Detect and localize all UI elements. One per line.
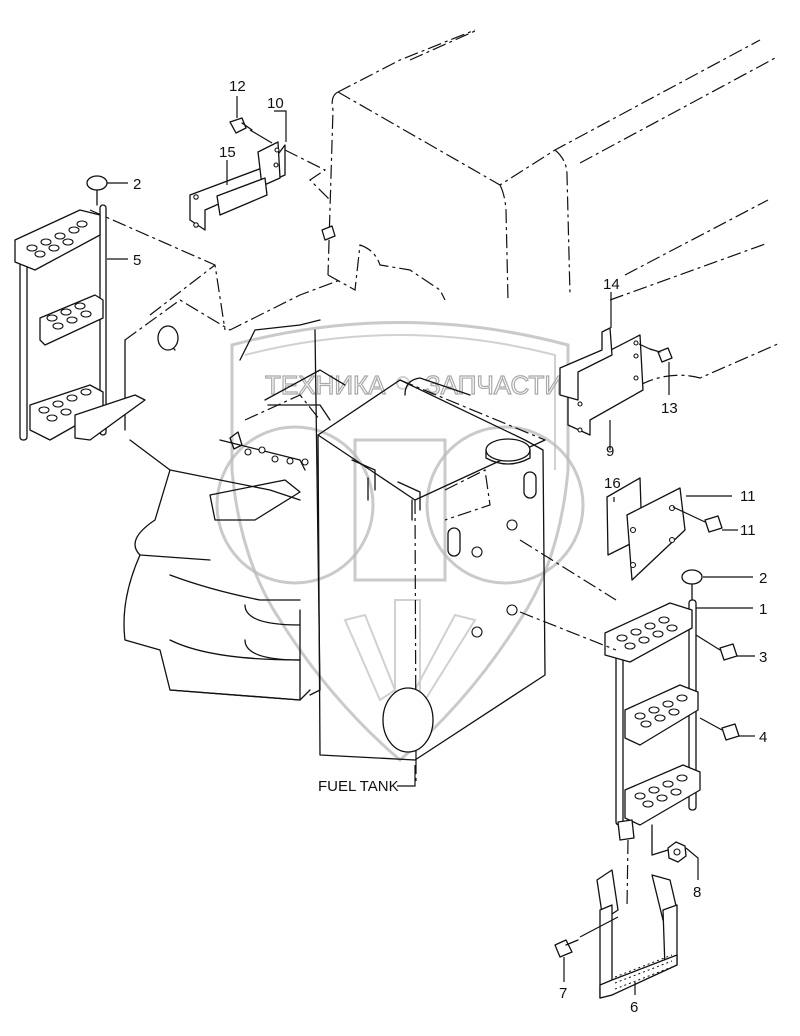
right-ladder-rail-front — [615, 639, 624, 826]
right-ladder — [519, 539, 740, 841]
machine-body — [327, 29, 781, 386]
callout-7: 7 — [559, 985, 567, 1002]
fuel-tank-label-group: FUEL TANK — [318, 765, 416, 795]
callout-2-left: 2 — [133, 176, 141, 193]
left-ladder — [14, 175, 146, 441]
upper-rubber-pad — [216, 177, 268, 216]
watermark-text-left: ТЕХНИКА — [265, 370, 386, 400]
callout-numbers: 2 5 12 10 15 14 13 9 16 11 11 2 1 3 4 8 … — [133, 78, 767, 1016]
callout-9: 9 — [606, 443, 614, 460]
callout-1: 1 — [759, 601, 767, 618]
left-cap — [86, 175, 108, 191]
right-rubber-pad — [559, 327, 613, 401]
left-step-holes — [26, 220, 92, 422]
bolt-upper — [229, 117, 253, 134]
frame-boss — [157, 325, 179, 351]
bolt-bottom-step — [554, 939, 579, 958]
bolt-plate — [704, 515, 723, 533]
callout-5: 5 — [133, 252, 141, 269]
right-bracket — [567, 334, 644, 436]
fuel-drain-cover — [382, 687, 434, 753]
upper-bracket-assembly — [189, 117, 336, 241]
callout-11-upper: 12 — [229, 78, 246, 95]
watermark-shield-outline — [230, 321, 570, 762]
watermark: ТЕХНИКА ЗАПЧАСТИ — [215, 321, 585, 762]
chassis-frame — [89, 209, 346, 701]
bolt-ladder-top — [719, 643, 738, 661]
watermark-text-right: ЗАПЧАСТИ — [425, 370, 563, 400]
callout-13: 11 — [740, 522, 756, 539]
watermark-letter-f — [425, 425, 585, 585]
plate — [626, 487, 686, 581]
left-ladder-rail-front — [19, 254, 28, 441]
callout-2-right: 2 — [759, 570, 767, 587]
fuel-gauge-window — [523, 471, 537, 499]
callout-15: 15 — [219, 144, 236, 161]
fuel-filler-cap — [485, 438, 531, 462]
callout-11-right: 13 — [661, 400, 678, 417]
watermark-shield-inner — [244, 334, 556, 470]
callout-4: 4 — [759, 729, 767, 746]
right-step-holes — [616, 616, 688, 808]
left-step-top — [14, 209, 101, 271]
watermark-letter-p — [353, 438, 447, 582]
callout-leaders — [107, 96, 755, 995]
callout-10: 10 — [267, 95, 284, 112]
bottom-step-assembly — [554, 824, 687, 999]
nut — [667, 841, 687, 863]
right-bracket-assembly — [559, 327, 673, 436]
watermark-letter-e — [215, 425, 375, 585]
callout-12: 11 — [740, 488, 756, 505]
callout-16: 16 — [604, 475, 621, 492]
fuel-tank — [317, 377, 546, 785]
plate-assembly — [606, 477, 723, 581]
bolt-ladder-mid — [721, 723, 740, 741]
right-cap — [681, 569, 703, 585]
callout-3: 3 — [759, 649, 767, 666]
frame-bolt-row — [244, 446, 309, 466]
bolt-right-bracket — [649, 347, 673, 363]
right-step-top — [604, 602, 693, 663]
mounting-clip — [321, 225, 336, 241]
fuel-tank-label: FUEL TANK — [318, 778, 399, 795]
callout-14: 14 — [603, 276, 620, 293]
bottom-step-tread — [599, 954, 678, 999]
callout-6: 6 — [630, 999, 638, 1016]
fuel-sight-window — [447, 527, 461, 557]
callout-8: 8 — [693, 884, 701, 901]
left-ladder-bracket — [74, 394, 146, 441]
